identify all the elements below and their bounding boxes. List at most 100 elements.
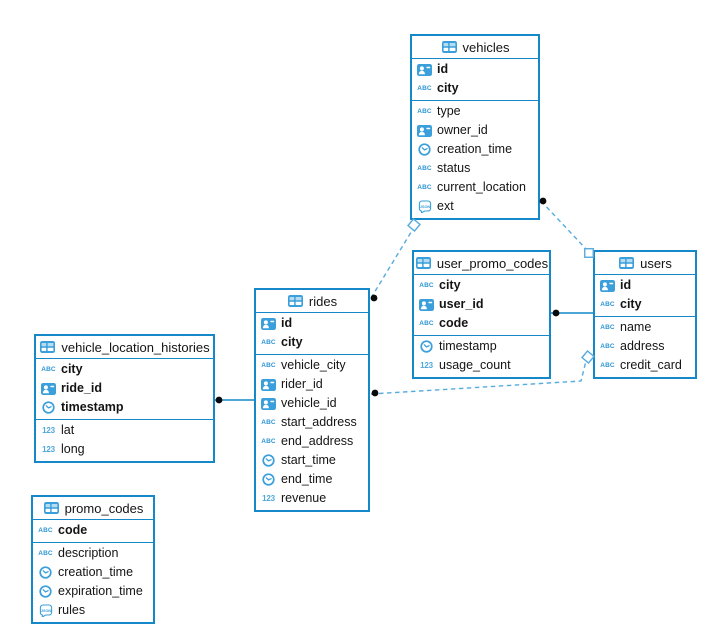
column-row-long[interactable]: 123 long — [36, 440, 213, 459]
number-type-icon: 123 — [42, 445, 55, 454]
relationship-endpoint-dot — [215, 396, 223, 404]
table-header[interactable]: rides — [256, 290, 368, 313]
table-vehicle_location_histories[interactable]: vehicle_location_histories ABC city ride… — [34, 334, 215, 463]
column-name: credit_card — [620, 358, 682, 373]
id-type-icon — [260, 378, 277, 391]
table-icon — [39, 341, 56, 353]
column-row-creation_time[interactable]: creation_time — [33, 563, 153, 582]
column-row-name[interactable]: ABC name — [595, 318, 695, 337]
column-row-ride_id[interactable]: ride_id — [36, 379, 213, 398]
table-vehicles[interactable]: vehicles id ABC city ABC type owner_id c… — [410, 34, 540, 220]
table-name: users — [640, 255, 672, 271]
table-user_promo_codes[interactable]: user_promo_codes ABC city user_id ABC co… — [412, 250, 551, 379]
id-type-icon — [416, 63, 433, 76]
column-row-start_address[interactable]: ABC start_address — [256, 413, 368, 432]
column-row-id[interactable]: id — [412, 60, 538, 79]
column-name: city — [620, 297, 642, 312]
column-row-end_time[interactable]: end_time — [256, 470, 368, 489]
table-icon — [415, 257, 432, 269]
table-name: rides — [308, 293, 338, 309]
text-type-icon: ABC — [419, 320, 434, 327]
column-name: timestamp — [61, 400, 124, 415]
text-type-icon: ABC — [417, 165, 432, 172]
column-row-timestamp[interactable]: timestamp — [414, 337, 549, 356]
table-header[interactable]: users — [595, 252, 695, 275]
column-row-rules[interactable]: JSON rules — [33, 601, 153, 620]
table-header[interactable]: vehicles — [412, 36, 538, 59]
column-row-city[interactable]: ABC city — [414, 276, 549, 295]
table-name: promo_codes — [64, 500, 144, 516]
table-header[interactable]: promo_codes — [33, 497, 153, 520]
columns-section: timestamp 123 usage_count — [414, 335, 549, 377]
column-name: end_address — [281, 434, 354, 449]
column-row-city[interactable]: ABC city — [256, 333, 368, 352]
column-name: ride_id — [61, 381, 102, 396]
json-type-icon: JSON — [416, 200, 433, 213]
text-type-icon: ABC — [417, 85, 432, 92]
column-row-id[interactable]: id — [256, 314, 368, 333]
column-row-rider_id[interactable]: rider_id — [256, 375, 368, 394]
column-row-user_id[interactable]: user_id — [414, 295, 549, 314]
column-name: user_id — [439, 297, 484, 312]
table-icon — [43, 502, 60, 514]
column-row-code[interactable]: ABC code — [33, 521, 153, 540]
column-row-creation_time[interactable]: creation_time — [412, 140, 538, 159]
column-name: description — [58, 546, 119, 561]
column-row-status[interactable]: ABC status — [412, 159, 538, 178]
column-row-id[interactable]: id — [595, 276, 695, 295]
column-row-description[interactable]: ABC description — [33, 544, 153, 563]
text-type-icon: ABC — [600, 324, 615, 331]
text-type-icon: ABC — [261, 362, 276, 369]
column-row-city[interactable]: ABC city — [595, 295, 695, 314]
column-row-address[interactable]: ABC address — [595, 337, 695, 356]
column-name: owner_id — [437, 123, 488, 138]
column-name: creation_time — [437, 142, 513, 157]
relationship-endpoint-dot — [539, 197, 547, 205]
text-type-icon: ABC — [417, 184, 432, 191]
id-type-icon — [418, 298, 435, 311]
column-row-start_time[interactable]: start_time — [256, 451, 368, 470]
table-header[interactable]: user_promo_codes — [414, 252, 549, 275]
column-row-usage_count[interactable]: 123 usage_count — [414, 356, 549, 375]
column-name: city — [437, 81, 459, 96]
text-type-icon: ABC — [41, 366, 56, 373]
relationship-endpoint-dot — [552, 309, 560, 317]
column-row-revenue[interactable]: 123 revenue — [256, 489, 368, 508]
primary-key-section: ABC city ride_id timestamp — [36, 359, 213, 419]
column-row-code[interactable]: ABC code — [414, 314, 549, 333]
id-type-icon — [40, 382, 57, 395]
column-row-current_location[interactable]: ABC current_location — [412, 178, 538, 197]
svg-text:JSON: JSON — [419, 205, 430, 209]
timestamp-type-icon — [37, 566, 54, 579]
column-row-vehicle_city[interactable]: ABC vehicle_city — [256, 356, 368, 375]
column-row-city[interactable]: ABC city — [412, 79, 538, 98]
column-name: id — [620, 278, 632, 293]
column-row-end_address[interactable]: ABC end_address — [256, 432, 368, 451]
table-header[interactable]: vehicle_location_histories — [36, 336, 213, 359]
column-name: long — [61, 442, 85, 457]
table-users[interactable]: users id ABC city ABC name ABC address A… — [593, 250, 697, 379]
column-row-type[interactable]: ABC type — [412, 102, 538, 121]
columns-section: ABC name ABC address ABC credit_card — [595, 316, 695, 377]
table-promo_codes[interactable]: promo_codes ABC code ABC description cre… — [31, 495, 155, 624]
column-row-ext[interactable]: JSON ext — [412, 197, 538, 216]
column-row-expiration_time[interactable]: expiration_time — [33, 582, 153, 601]
column-name: end_time — [281, 472, 333, 487]
table-rides[interactable]: rides id ABC city ABC vehicle_city rider… — [254, 288, 370, 512]
id-type-icon — [599, 279, 616, 292]
number-type-icon: 123 — [42, 426, 55, 435]
column-name: rider_id — [281, 377, 323, 392]
column-name: address — [620, 339, 665, 354]
column-row-lat[interactable]: 123 lat — [36, 421, 213, 440]
column-name: current_location — [437, 180, 526, 195]
relationship-rides-vehicles — [370, 228, 414, 299]
text-type-icon: ABC — [38, 550, 53, 557]
column-row-credit_card[interactable]: ABC credit_card — [595, 356, 695, 375]
column-row-owner_id[interactable]: owner_id — [412, 121, 538, 140]
column-name: timestamp — [439, 339, 497, 354]
column-row-vehicle_id[interactable]: vehicle_id — [256, 394, 368, 413]
timestamp-type-icon — [418, 340, 435, 353]
table-name: vehicles — [462, 39, 510, 55]
column-row-city[interactable]: ABC city — [36, 360, 213, 379]
column-row-timestamp[interactable]: timestamp — [36, 398, 213, 417]
